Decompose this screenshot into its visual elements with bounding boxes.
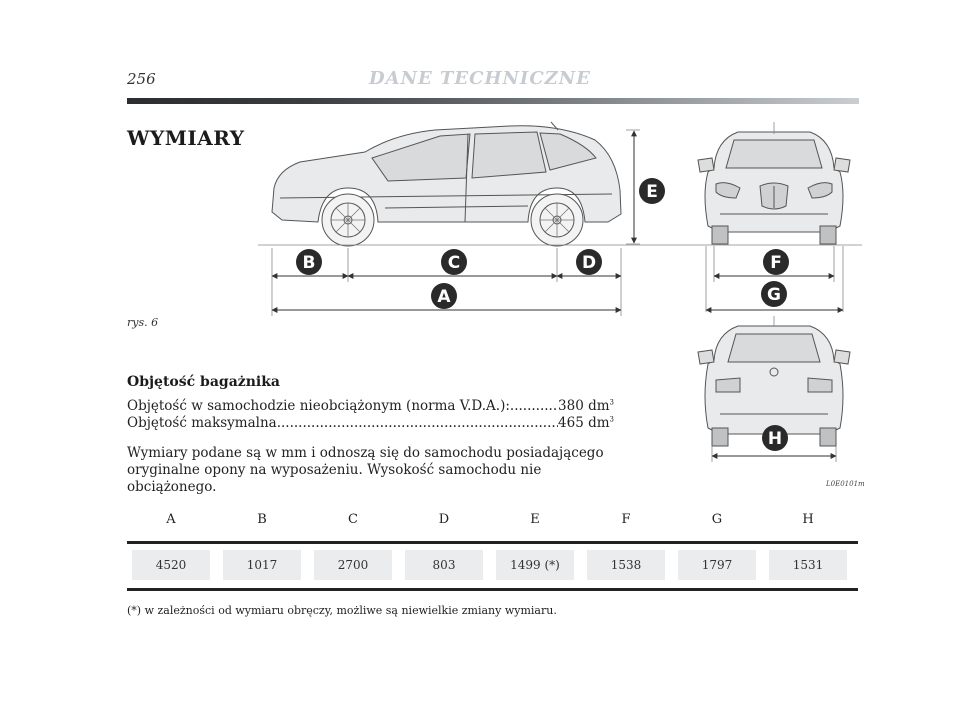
table-cell: 1538 xyxy=(587,550,665,580)
trunk-heading: Objętość bagażnika xyxy=(127,374,280,390)
table-header: D xyxy=(438,512,450,527)
car-front-view xyxy=(697,131,851,245)
badge-f: F xyxy=(763,249,789,275)
spec-label: Objętość w samochodzie nieobciążonym (no… xyxy=(127,398,510,414)
table-header: C xyxy=(348,512,358,527)
table-cell: 4520 xyxy=(132,550,210,580)
table-header: A xyxy=(166,512,176,527)
table-cell: 1797 xyxy=(678,550,756,580)
table-cell: 803 xyxy=(405,550,483,580)
dimensions-note: Wymiary podane są w mm i odnoszą się do … xyxy=(127,445,604,495)
dimension-badges: A B C D E F G H xyxy=(296,178,789,451)
table-rule xyxy=(127,588,858,591)
svg-text:F: F xyxy=(770,253,782,273)
page-number: 256 xyxy=(127,70,156,88)
badge-a: A xyxy=(431,283,457,309)
badge-h: H xyxy=(762,425,788,451)
running-header: DANE TECHNICZNE xyxy=(369,68,591,89)
dot-leader xyxy=(277,415,558,431)
badge-e: E xyxy=(639,178,665,204)
dot-leader xyxy=(510,398,558,414)
svg-text:C: C xyxy=(448,253,460,273)
badge-d: D xyxy=(576,249,602,275)
table-cell: 1017 xyxy=(223,550,301,580)
badge-b: B xyxy=(296,249,322,275)
table-header: F xyxy=(621,512,631,527)
table-header: B xyxy=(257,512,267,527)
car-side-view xyxy=(271,121,622,247)
table-cell: 1531 xyxy=(769,550,847,580)
badge-c: C xyxy=(441,249,467,275)
svg-text:G: G xyxy=(767,285,781,305)
car-rear-view xyxy=(697,325,851,447)
table-rule xyxy=(127,541,858,544)
svg-text:B: B xyxy=(303,253,316,273)
svg-text:E: E xyxy=(646,182,658,202)
footnote: (*) w zależności od wymiaru obręczy, moż… xyxy=(127,604,557,617)
table-cell: 1499 (*) xyxy=(496,550,574,580)
table-cell: 2700 xyxy=(314,550,392,580)
table-header: H xyxy=(802,512,814,527)
spec-value: 380 dm3 xyxy=(558,398,614,414)
spec-label: Objętość maksymalna xyxy=(127,415,277,431)
trunk-volume-max: Objętość maksymalna 465 dm3 xyxy=(127,415,614,431)
svg-text:H: H xyxy=(768,429,782,449)
svg-text:A: A xyxy=(437,287,451,307)
table-header: G xyxy=(711,512,723,527)
svg-text:D: D xyxy=(582,253,596,273)
dimension-arrows xyxy=(271,130,844,459)
spec-value: 465 dm3 xyxy=(558,415,614,431)
badge-g: G xyxy=(761,281,787,307)
header-rule xyxy=(127,98,859,104)
image-code: L0E0101m xyxy=(826,480,865,488)
section-title: WYMIARY xyxy=(127,126,245,150)
table-header: E xyxy=(530,512,540,527)
reference-lines xyxy=(258,122,862,462)
figure-caption: rys. 6 xyxy=(127,316,159,329)
trunk-volume-unloaded: Objętość w samochodzie nieobciążonym (no… xyxy=(127,398,614,414)
